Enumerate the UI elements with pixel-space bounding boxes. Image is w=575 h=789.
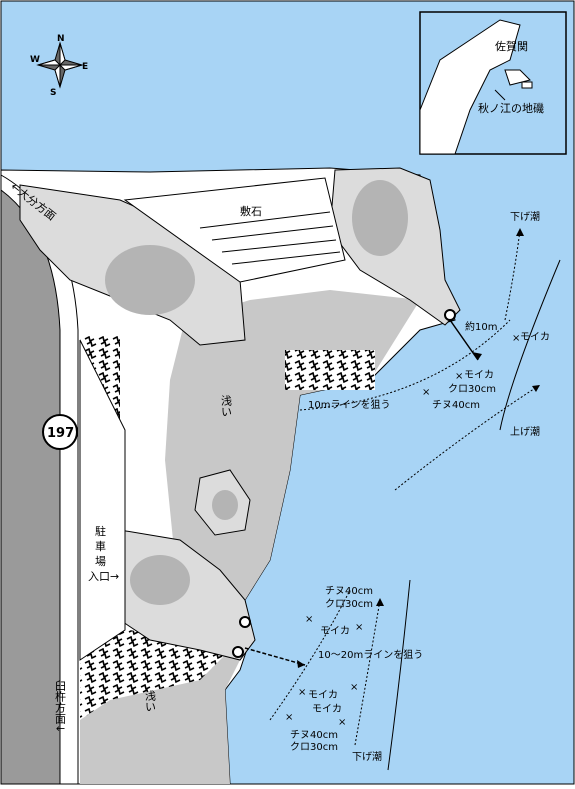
mark-x: × (305, 614, 313, 625)
lower-target-d2: クロ30cm (290, 741, 338, 753)
lower-target-a2: クロ30cm (325, 598, 373, 610)
islet-dark (212, 490, 238, 520)
tetrapod-blocks-lower (80, 630, 230, 720)
compass-w: W (30, 55, 40, 65)
upper-current-up: 上げ潮 (510, 425, 540, 438)
inset-map: 佐賀関 秋ノ江の地磯 (419, 11, 567, 155)
fishing-spot-marker-lower-2 (232, 646, 244, 658)
upper-distance: 約10m (465, 320, 497, 333)
compass-e: E (82, 62, 88, 72)
lower-aim-line: 10〜20mラインを狙う (318, 649, 423, 661)
lower-target-c1: モイカ (308, 689, 338, 701)
fishing-spot-marker-lower-1 (239, 616, 251, 628)
lower-target-c2: モイカ (312, 703, 342, 715)
label-asai-upper: 浅い (220, 395, 233, 417)
compass-rose: N E S W (30, 34, 88, 98)
upper-target-1: モイカ (520, 331, 550, 343)
fishing-spot-marker-upper (444, 309, 456, 321)
label-parking-2: 車 (95, 539, 106, 553)
mark-x: × (512, 333, 520, 344)
mark-x: × (338, 717, 346, 728)
stone-steps (123, 177, 346, 283)
rock-dark-upper (352, 180, 408, 256)
upper-target-3: クロ30cm (448, 383, 496, 395)
rock-dark-lower (130, 555, 190, 605)
upper-aim-line: 10mラインを狙う (308, 399, 390, 411)
lower-target-b: モイカ (320, 625, 350, 637)
route-197-shield: 197 (42, 414, 78, 450)
rock-dark-left (105, 245, 195, 315)
label-asai-lower: 浅い (144, 690, 157, 712)
upper-current-down: 下げ潮 (510, 210, 540, 223)
compass-s: S (50, 88, 56, 98)
tetrapod-blocks-sea (285, 350, 375, 390)
parking-lot (79, 339, 126, 661)
lower-target-d1: チヌ40cm (290, 729, 338, 741)
mark-x: × (355, 622, 363, 633)
mark-x: × (285, 712, 293, 723)
inset-label-sagaseki: 佐賀関 (495, 39, 528, 53)
label-parking-1: 駐 (95, 524, 106, 538)
national-road-197 (0, 189, 61, 785)
label-shikiishi: 敷石 (240, 204, 262, 218)
inset-label-akinoe: 秋ノ江の地磯 (478, 101, 544, 115)
lower-spot: チヌ40cm クロ30cm モイカ 10〜20mラインを狙う モイカ モイカ チ… (232, 579, 423, 771)
upper-spot: 約10m 10mラインを狙う モイカ モイカ クロ30cm チヌ40cm × ×… (299, 210, 561, 491)
label-to-usuki: 臼杵方面↓ (54, 679, 67, 734)
label-parking-3: 場 (95, 555, 106, 568)
mark-x: × (350, 682, 358, 693)
upper-target-2: モイカ (464, 369, 494, 381)
label-parking-entrance: 入口→ (88, 570, 119, 583)
mark-x: × (455, 371, 463, 382)
route-number: 197 (47, 426, 74, 441)
compass-n: N (57, 34, 65, 44)
lower-current-down: 下げ潮 (352, 750, 382, 763)
mark-x: × (298, 687, 306, 698)
mark-x: × (422, 387, 430, 398)
upper-target-4: チヌ40cm (432, 399, 480, 411)
lower-target-a1: チヌ40cm (325, 585, 373, 597)
